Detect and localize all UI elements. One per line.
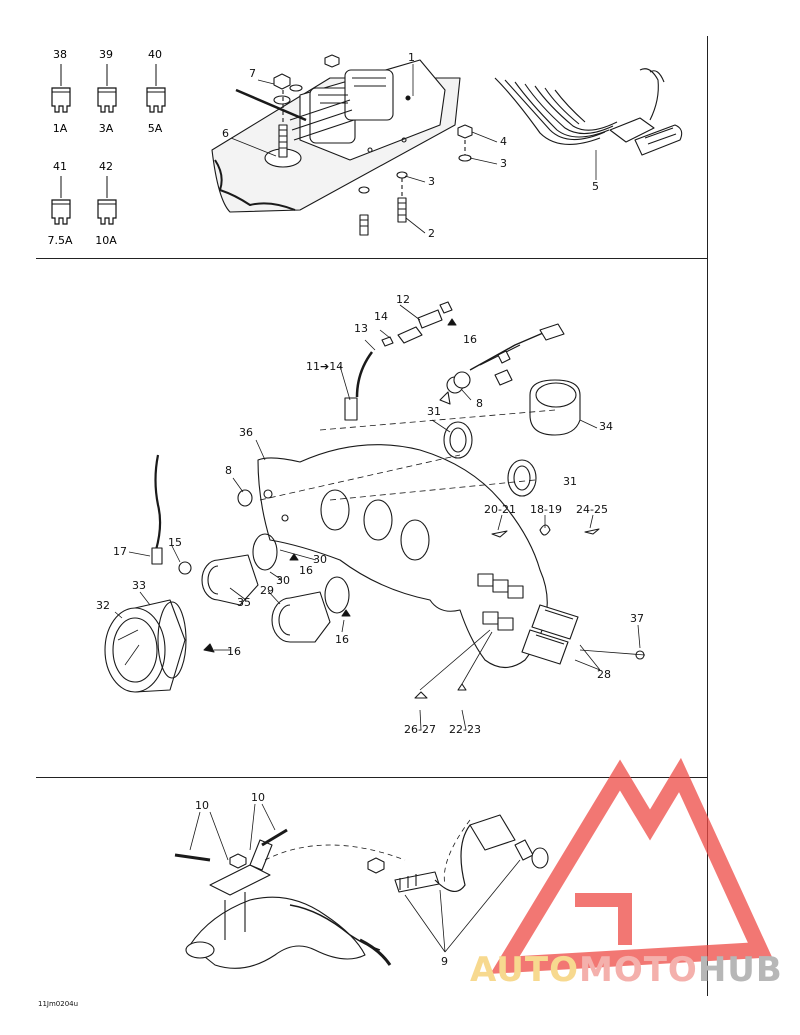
switches-and-rings <box>237 371 581 507</box>
callout-32: 32 <box>96 599 110 612</box>
figure-reference: 11Jm0204u <box>38 1000 79 1008</box>
fuse-ref: 39 <box>99 48 113 61</box>
callout-37: 37 <box>630 612 644 625</box>
callout-6: 6 <box>222 127 229 140</box>
callout-1: 1 <box>408 51 415 64</box>
callout-33: 33 <box>132 579 146 592</box>
fuse-rating: 1A <box>52 122 68 135</box>
section-divider-bottom <box>36 777 707 778</box>
blade-fuse-icon <box>51 64 71 113</box>
frame-right-rule <box>707 36 708 996</box>
callout-10-b: 10 <box>251 791 265 804</box>
callout-16-a: 16 <box>463 333 477 346</box>
gauges <box>104 318 457 693</box>
callout-34: 34 <box>599 420 613 433</box>
callout-2: 2 <box>428 227 435 240</box>
blade-fuse-icon <box>146 64 166 113</box>
callout-15: 15 <box>168 536 182 549</box>
callout-leaders <box>114 64 641 953</box>
callout-30-a: 30 <box>313 553 327 566</box>
callout-5: 5 <box>592 180 599 193</box>
callout-3: 3 <box>428 175 435 188</box>
blade-fuse-icon <box>51 176 71 225</box>
callout-7: 7 <box>249 67 256 80</box>
dash-panel-36 <box>257 444 548 669</box>
callout-31-a: 31 <box>427 405 441 418</box>
callout-35: 35 <box>237 596 251 609</box>
callout-17: 17 <box>113 545 127 558</box>
fuse-ref: 41 <box>53 160 67 173</box>
callout-12: 12 <box>396 293 410 306</box>
watermark-part3: HUB <box>697 950 783 990</box>
watermark-part1: AUTO <box>470 950 579 990</box>
callout-29: 29 <box>260 584 274 597</box>
fuse-rating: 10A <box>95 234 117 247</box>
callout-16-d: 16 <box>227 645 241 658</box>
callout-14: 14 <box>374 310 388 323</box>
fuse-rating: 5A <box>147 122 163 135</box>
fuse-ref: 38 <box>53 48 67 61</box>
callout-26-27: 26-27 <box>404 723 436 736</box>
callout-31-b: 31 <box>563 475 577 488</box>
watermark-part2: MOTO <box>578 950 698 990</box>
section-divider-top <box>36 258 707 259</box>
fuse-rating: 7.5A <box>47 234 73 247</box>
callout-4: 4 <box>500 135 507 148</box>
callout-16-c: 16 <box>335 633 349 646</box>
callout-20-21: 20-21 <box>484 503 516 516</box>
callout-13: 13 <box>354 322 368 335</box>
wire-harness-5 <box>494 68 683 156</box>
fuse-ref: 42 <box>99 160 113 173</box>
callout-3b: 3 <box>500 157 507 170</box>
indicator-lamps-and-decals <box>414 524 646 699</box>
blade-fuse-icon <box>97 64 117 113</box>
callout-16-b: 16 <box>299 564 313 577</box>
blade-fuse-icon <box>97 176 117 225</box>
watermark-text: AUTOMOTOHUB <box>470 950 783 990</box>
light-harness <box>344 301 565 421</box>
watermark-emblem <box>490 757 773 974</box>
callout-9: 9 <box>441 955 448 968</box>
callout-8-a: 8 <box>476 397 483 410</box>
callout-22-23: 22-23 <box>449 723 481 736</box>
callout-8-b: 8 <box>225 464 232 477</box>
callout-10-a: 10 <box>195 799 209 812</box>
callout-30-b: 30 <box>276 574 290 587</box>
callout-28: 28 <box>597 668 611 681</box>
fuse-ref: 40 <box>148 48 162 61</box>
fuse-rating: 3A <box>98 122 114 135</box>
steering-column-and-sensor <box>174 814 549 969</box>
callout-11-14: 11➔14 <box>306 360 344 373</box>
callout-36: 36 <box>239 426 253 439</box>
fuse-box-assembly <box>211 54 473 236</box>
callout-18-19: 18-19 <box>530 503 562 516</box>
callout-24-25: 24-25 <box>576 503 608 516</box>
